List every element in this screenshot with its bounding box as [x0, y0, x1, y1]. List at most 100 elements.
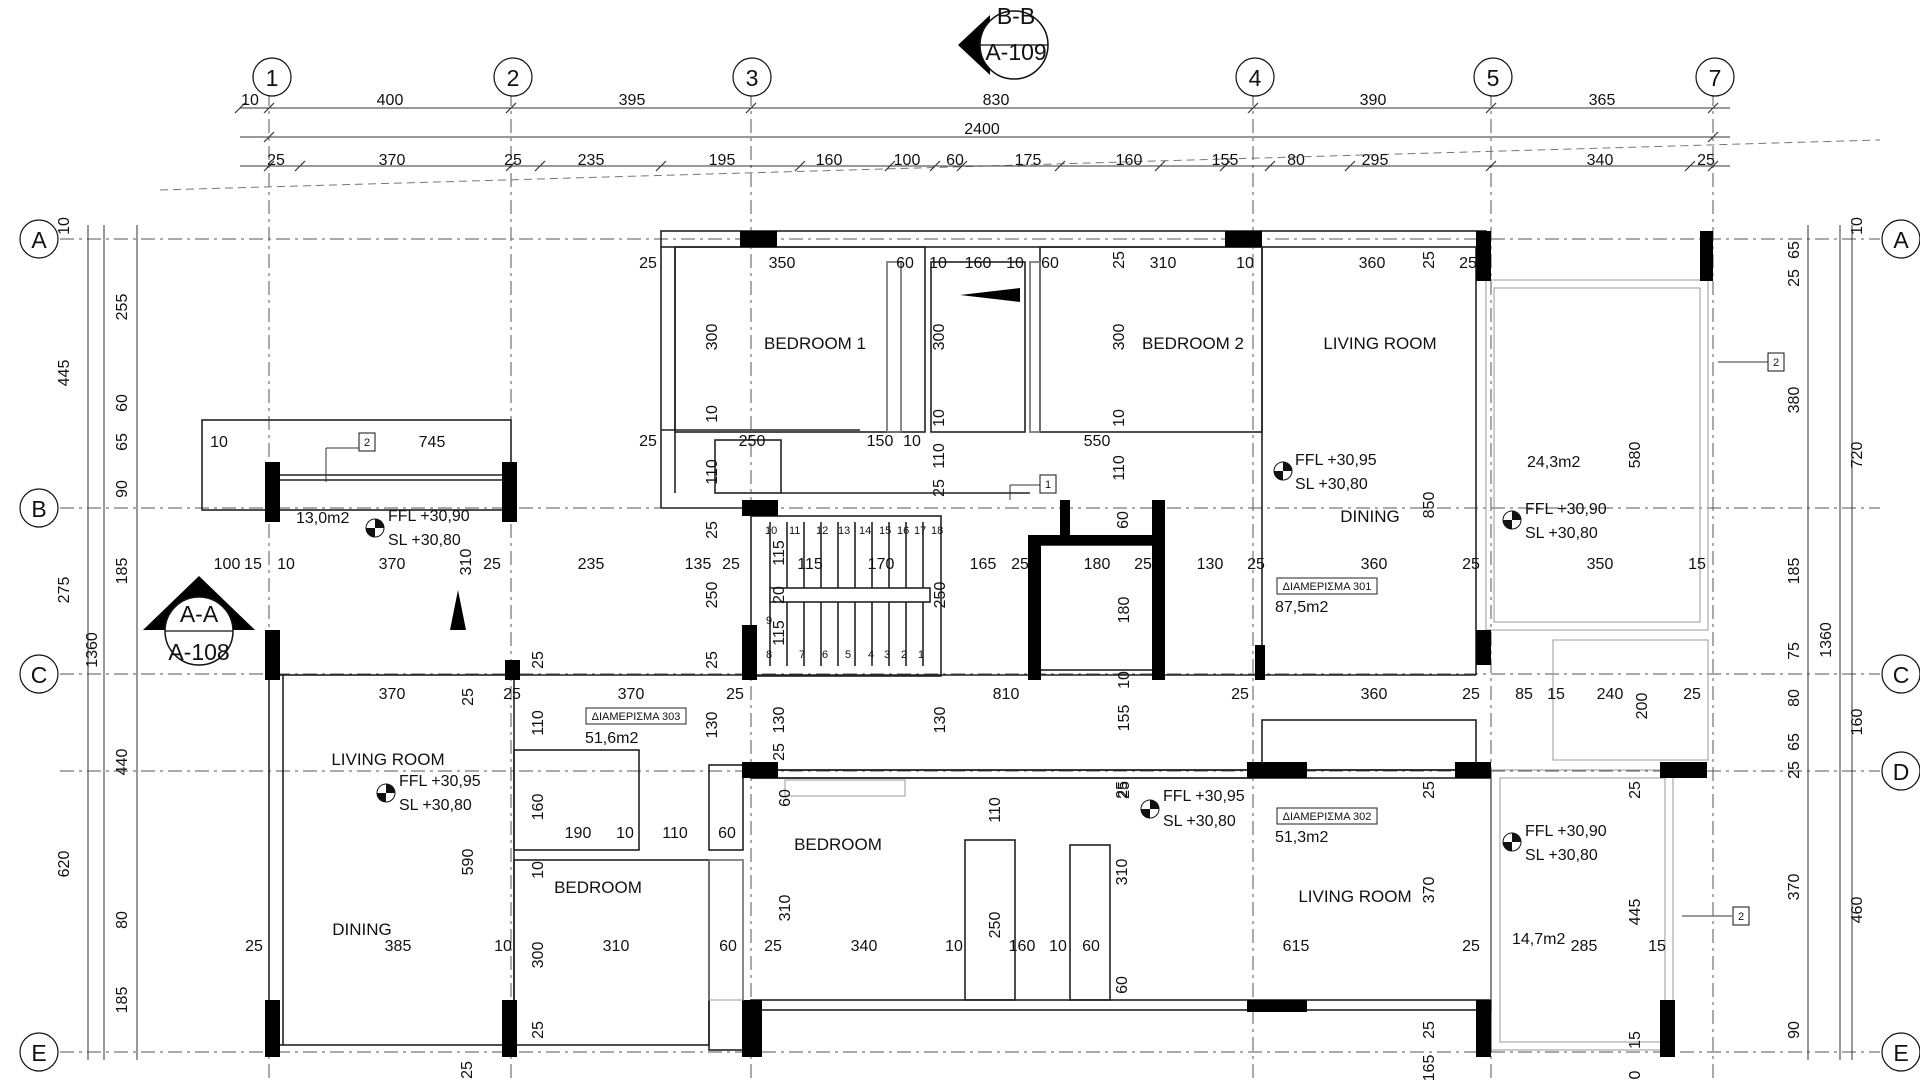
level-ffl-303: FFL +30,95	[399, 773, 481, 790]
stair-n7: 7	[799, 649, 805, 661]
idim-bx: 240	[1597, 686, 1624, 703]
idim-y: 110	[704, 459, 721, 485]
left-dim-620: 620	[56, 851, 73, 878]
elevation-marker-aa: A-A A-108	[143, 576, 255, 666]
dimension-tick	[505, 160, 517, 172]
idim-w: 10	[903, 433, 921, 450]
idim-ci: 25	[1627, 781, 1644, 799]
right-dim-185: 185	[1786, 558, 1803, 585]
dimension-tick	[263, 160, 275, 172]
area-balcony-left: 13,0m2	[296, 510, 349, 527]
stair-n1: 1	[918, 649, 924, 661]
room-bedroom-center: BEDROOM	[794, 835, 882, 854]
idim-z: 110	[1111, 455, 1128, 481]
idim-ab: 110	[931, 443, 948, 469]
section-marker-top: B-B	[997, 3, 1035, 29]
idim-c: 60	[896, 255, 914, 272]
idim-db: 310	[603, 938, 630, 955]
idim-bt: 360	[1361, 686, 1388, 703]
idim-cr: 10	[530, 861, 547, 879]
idim-au: 25	[1011, 556, 1029, 573]
top-dim-r2-9: 175	[1015, 152, 1042, 169]
grid-row-bubbles: A B C E A C D E	[19, 219, 1920, 1072]
dimension-tick	[929, 160, 941, 172]
left-dim-445: 445	[56, 360, 73, 387]
idim-m: 25	[1459, 255, 1477, 272]
section-marker-bottom: A-109	[985, 39, 1046, 65]
left-dim-440: 440	[114, 749, 131, 776]
section-marker-bb: B-B A-109	[958, 3, 1049, 80]
grid-row-e-left: E	[31, 1040, 46, 1066]
stair	[769, 522, 931, 666]
idim-cq: 25	[1114, 781, 1131, 799]
dimension-tick	[1219, 160, 1231, 172]
stair-n11: 11	[789, 525, 800, 537]
dimension-tick	[1485, 160, 1497, 172]
dimension-tick	[294, 160, 306, 172]
area-balcony-right-top: 24,3m2	[1527, 454, 1580, 471]
elevation-marker-top: A-A	[180, 601, 219, 627]
idim-aa: 25	[931, 479, 948, 497]
right-dim-75: 75	[1786, 642, 1803, 660]
callout-2-left: 2	[364, 437, 370, 449]
top-dim-r2-11: 155	[1212, 152, 1239, 169]
stair-n10: 10	[765, 525, 777, 537]
stair-n17: 17	[914, 525, 926, 537]
idim-dl: 285	[1571, 938, 1598, 955]
idim-dm: 15	[1648, 938, 1666, 955]
grid-col-1: 1	[266, 65, 279, 91]
grid-col-3: 3	[746, 65, 759, 91]
dimension-tick	[1154, 160, 1166, 172]
idim-ct: 310	[777, 895, 794, 922]
idim-d: 10	[929, 255, 947, 272]
interior-dimensions: 25 350 60 10 160 10 60 25 310 10 360 25 …	[210, 251, 1706, 1080]
wardrobe-hatches	[708, 261, 1041, 1001]
right-dim-720: 720	[1849, 442, 1866, 469]
level-marker-apt303: FFL +30,95 SL +30,80	[376, 773, 481, 814]
dimension-tick	[1707, 160, 1719, 172]
idim-cz: 10	[494, 938, 512, 955]
idim-ao: 235	[578, 556, 605, 573]
grid-row-c-right: C	[1893, 662, 1910, 688]
right-dim-90: 90	[1786, 1021, 1803, 1039]
level-sl-terrace-top: SL +30,80	[1525, 525, 1598, 542]
stair-n14: 14	[859, 525, 871, 537]
top-dim-total: 2400	[964, 121, 1000, 138]
idim-at: 165	[970, 556, 997, 573]
grid-row-c-left: C	[31, 662, 48, 688]
room-labels: BEDROOM 1 BEDROOM 2 LIVING ROOM DINING L…	[331, 334, 1436, 939]
level-marker-terrace-bottom: FFL +30,90 SL +30,80	[1502, 823, 1607, 864]
top-dim-1: 10	[241, 92, 259, 109]
structural-columns	[265, 231, 1713, 1057]
idim-an: 310	[458, 549, 475, 576]
idim-ck: 190	[565, 825, 592, 842]
idim-a: 25	[639, 255, 657, 272]
idim-ce: 130	[932, 707, 949, 734]
idim-br: 810	[993, 686, 1020, 703]
idim-dn: 445	[1627, 899, 1644, 926]
right-dim-25a: 25	[1786, 269, 1803, 287]
left-dim-60: 60	[114, 394, 131, 412]
stair-n3: 3	[884, 649, 890, 661]
right-dim-160: 160	[1849, 709, 1866, 736]
idim-b: 350	[769, 255, 796, 272]
idim-cu: 310	[1114, 859, 1131, 886]
stair-n2: 2	[901, 649, 907, 661]
room-bedroom-2: BEDROOM 2	[1142, 334, 1244, 353]
idim-dj: 615	[1283, 938, 1310, 955]
grid-col-7: 7	[1709, 65, 1722, 91]
idim-q: 10	[704, 405, 721, 423]
idim-cf: 155	[1116, 705, 1133, 732]
idim-bw: 15	[1547, 686, 1565, 703]
left-dim-80: 80	[114, 911, 131, 929]
right-dim-25b: 25	[1786, 761, 1803, 779]
idim-bd: 115	[771, 540, 788, 566]
room-living-bottom: LIVING ROOM	[1298, 887, 1411, 906]
idim-aq: 25	[722, 556, 740, 573]
idim-l: 25	[1421, 251, 1438, 269]
apartment-303-area: 51,6m2	[585, 730, 638, 747]
room-dining-left: DINING	[332, 920, 392, 939]
idim-cj: 160	[530, 794, 547, 821]
idim-do: 60	[1114, 976, 1131, 994]
